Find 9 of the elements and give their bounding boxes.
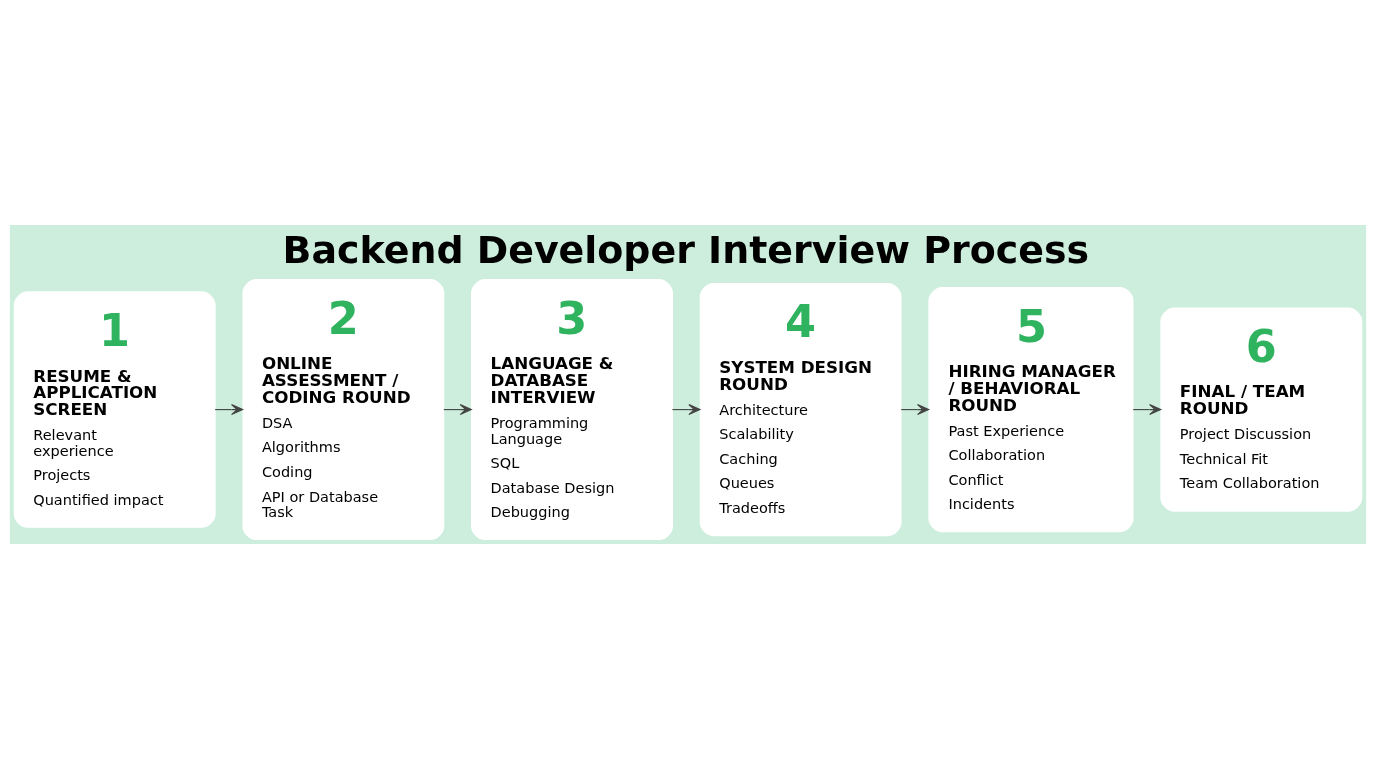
node-box: 3 LANGUAGE & DATABASE INTERVIEW Programming Language SQL Database Design Debugging [471, 278, 673, 540]
node-box: 1 RESUME & APPLICATION SCREEN Relevant experience Projects Quantified impact [13, 290, 216, 528]
node-box: 2 ONLINE ASSESSMENT / CODING ROUND DSA Algorithms Coding API or Database Task [242, 278, 445, 540]
arrow [1132, 403, 1162, 415]
diagram-title: Backend Developer Interview Process [282, 227, 1090, 272]
node-box: 4 SYSTEM DESIGN ROUND Architecture Scalability Caching Queues Tradeoffs [699, 282, 902, 536]
arrow [671, 403, 701, 415]
node-box: 5 HIRING MANAGER / BEHAVIORAL ROUND Past Experience Collaboration Conflict Incidents [928, 286, 1134, 532]
node-box: 6 FINAL / TEAM ROUND Project Discussion Technical Fit Team Collaboration [1160, 307, 1363, 512]
